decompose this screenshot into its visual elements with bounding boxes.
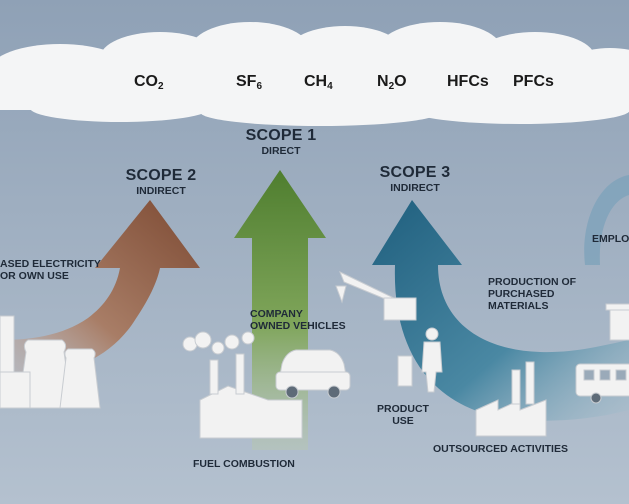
car-icon <box>275 349 351 399</box>
scope2-subtitle: INDIRECT <box>136 185 186 198</box>
company-vehicles-line2: OWNED VEHICLES <box>250 320 346 333</box>
purchased-electricity-label: ASED ELECTRICITY OR OWN USE <box>0 258 101 282</box>
scope1-subtitle: DIRECT <box>261 145 301 158</box>
power-plant-icon <box>0 315 101 409</box>
cloud <box>0 22 629 126</box>
employee-label: EMPLO <box>592 233 629 245</box>
outsourced-activities-label: OUTSOURCED ACTIVITIES <box>433 443 568 455</box>
bus-icon <box>575 363 629 404</box>
scope3-label: SCOPE 3 INDIRECT <box>370 164 460 194</box>
company-vehicles-label: COMPANY OWNED VEHICLES <box>250 308 346 332</box>
outsourced-factory-icon <box>475 361 547 437</box>
scope3-subtitle: INDIRECT <box>390 182 440 195</box>
scope2-arrow <box>0 200 200 375</box>
gas-n2o: N2O <box>377 73 407 92</box>
factory-icon <box>182 331 303 439</box>
purchased-electricity-line1: ASED ELECTRICITY <box>0 258 101 270</box>
gas-co2: CO2 <box>134 73 164 92</box>
bin-icon <box>605 303 629 341</box>
production-line1: PRODUCTION OF <box>488 276 577 288</box>
person-icon <box>397 327 443 393</box>
product-use-line2: USE <box>392 415 414 428</box>
product-use-line1: PRODUCT <box>377 403 429 415</box>
company-vehicles-line1: COMPANY <box>250 308 303 320</box>
excavator-icon <box>335 270 417 321</box>
fuel-combustion-label: FUEL COMBUSTION <box>193 458 295 470</box>
product-use-label: PRODUCT USE <box>373 403 433 427</box>
scope2-label: SCOPE 2 INDIRECT <box>116 167 206 197</box>
purchased-electricity-line2: OR OWN USE <box>0 270 69 283</box>
scope3-ring <box>584 175 629 265</box>
scope2-title: SCOPE 2 <box>125 167 197 184</box>
gas-sf6: SF6 <box>236 73 263 92</box>
production-line2: PURCHASED <box>488 288 555 301</box>
production-line3: MATERIALS <box>488 300 549 313</box>
gas-pfcs: PFCs <box>513 73 554 90</box>
production-label: PRODUCTION OF PURCHASED MATERIALS <box>488 276 576 312</box>
scope1-label: SCOPE 1 DIRECT <box>236 127 326 157</box>
scope1-title: SCOPE 1 <box>245 127 317 144</box>
gas-hfcs: HFCs <box>447 73 489 90</box>
scope3-title: SCOPE 3 <box>379 164 451 181</box>
gas-ch4: CH4 <box>304 73 333 92</box>
